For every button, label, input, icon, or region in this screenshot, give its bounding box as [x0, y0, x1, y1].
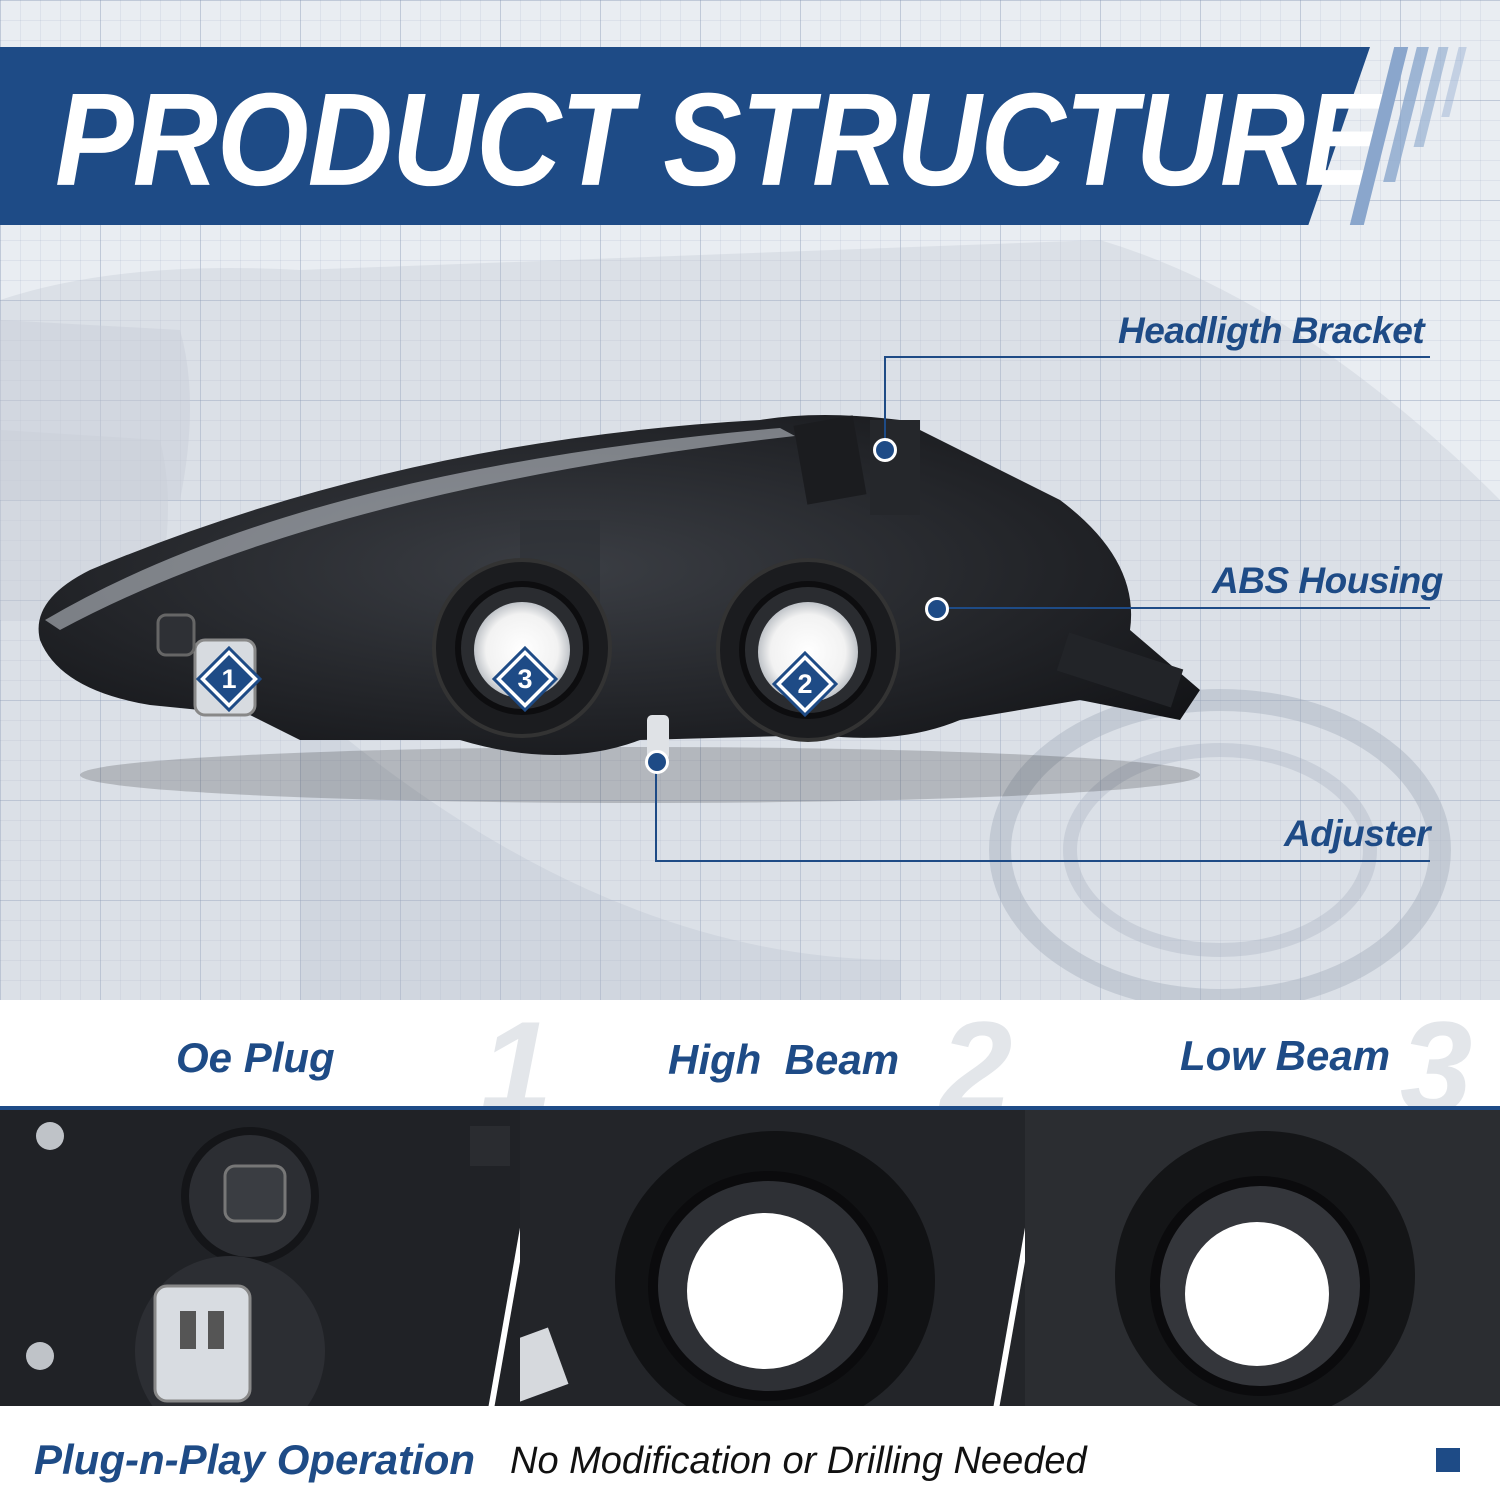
footer: Plug-n-Play Operation No Modification or…	[0, 1406, 1500, 1500]
footer-subtext: No Modification or Drilling Needed	[510, 1440, 1087, 1482]
leader-line	[655, 860, 1430, 862]
footer-square-icon	[1436, 1448, 1460, 1472]
marker-2	[772, 651, 838, 717]
leader-dot	[873, 438, 897, 462]
photo-high-beam	[520, 1106, 1030, 1406]
leader-line	[936, 607, 1430, 609]
marker-3	[492, 646, 558, 712]
leader-line	[884, 356, 886, 448]
title-banner	[0, 47, 1370, 225]
footer-headline: Plug-n-Play Operation	[34, 1436, 476, 1483]
marker-1-label: 1	[221, 664, 237, 694]
callout-headlight-bracket: Headligth Bracket	[1118, 310, 1425, 351]
photo-low-beam	[1025, 1106, 1500, 1406]
leader-line	[884, 356, 1430, 358]
feature-label-oe-plug: Oe Plug	[176, 1034, 335, 1081]
leader-dot	[925, 597, 949, 621]
marker-3-label: 3	[517, 664, 533, 694]
detail-photo-strip	[0, 1106, 1500, 1406]
photo-oe-plug	[0, 1106, 540, 1406]
feature-label-high-beam: High Beam	[668, 1036, 900, 1083]
marker-1	[196, 646, 262, 712]
callout-abs-housing: ABS Housing	[1212, 560, 1443, 601]
headlight-housing	[38, 415, 1201, 803]
feature-strip: 1 2 3 Oe Plug High Beam Low Beam	[0, 1000, 1500, 1132]
page-title: PRODUCT STRUCTURE	[55, 66, 1383, 214]
feature-label-low-beam: Low Beam	[1180, 1032, 1391, 1079]
leader-dot	[645, 750, 669, 774]
marker-2-label: 2	[797, 669, 813, 699]
callout-adjuster: Adjuster	[1284, 813, 1431, 854]
leader-line	[655, 762, 657, 862]
